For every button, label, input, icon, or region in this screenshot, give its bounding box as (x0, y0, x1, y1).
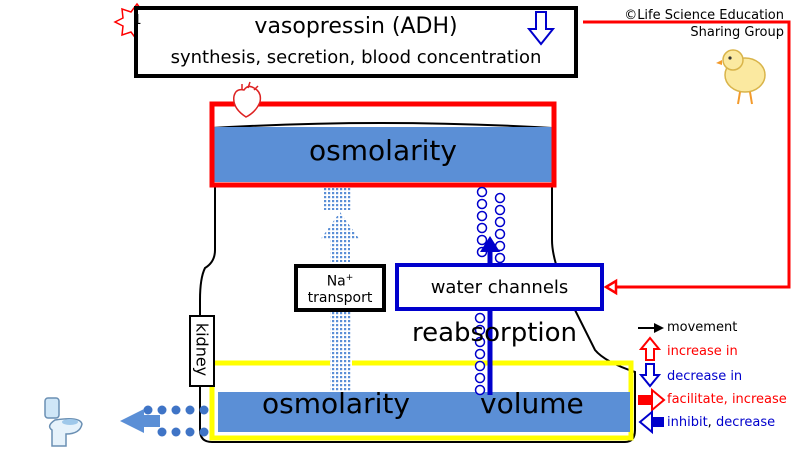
water-bubble (476, 222, 488, 234)
blood-compartment-frame (209, 101, 557, 188)
water-bubble (494, 204, 506, 216)
legend-facilitate-arrow (638, 387, 666, 413)
water-bubble (474, 372, 486, 384)
na-charge: + (345, 273, 354, 283)
water-bubble (494, 228, 506, 240)
urine-outflow-arrow (120, 409, 144, 433)
urine-dot (199, 405, 209, 415)
legend-inhibit-text: inhibit, decrease (667, 415, 775, 430)
urine-dot (185, 405, 195, 415)
urine-volume-label: volume (480, 387, 584, 420)
water-bubble (474, 312, 486, 324)
kidney-label-box (189, 315, 215, 387)
legend-inhibit-label: inhibit (667, 415, 708, 430)
legend-increase-text: increase in (667, 344, 738, 359)
water-channels-box (395, 263, 604, 311)
urine-fluid (218, 392, 630, 432)
na-label: Na (326, 273, 346, 290)
reabsorption-label: reabsorption (412, 318, 578, 348)
urine-dot (157, 405, 167, 415)
legend-decrease-arrow (638, 363, 662, 388)
water-bubble (474, 336, 486, 348)
legend-decrease-word: decrease (715, 415, 776, 430)
urine-outflow-dots (143, 405, 209, 437)
na-transport-box (294, 264, 386, 312)
legend-movement-label: movement (667, 320, 738, 335)
water-bubble (476, 210, 488, 222)
water-bubble (474, 324, 486, 336)
water-bubble (474, 348, 486, 360)
urine-dot (185, 427, 195, 437)
legend-movement-arrow (638, 323, 664, 333)
na-transport-label: Na+ transport (296, 270, 384, 306)
legend-movement-text: movement (667, 320, 737, 335)
urine-dot (171, 427, 181, 437)
water-bubble (474, 360, 486, 372)
urine-outflow-arrow-shaft (142, 415, 160, 427)
blood-osmolarity-label: osmolarity (309, 134, 457, 167)
water-bubble (474, 384, 486, 396)
water-bubble (494, 192, 506, 204)
blood-compartment-top (211, 122, 553, 129)
legend-inhibit-arrow (638, 409, 664, 435)
legend-increase-arrow (638, 336, 662, 361)
legend-decrease-text: decrease in (667, 369, 742, 384)
legend-facilitate-text: facilitate, increase (667, 392, 787, 407)
title-decrease-arrow (526, 11, 556, 46)
legend-facilitate-label: facilitate, increase (667, 392, 787, 407)
credit-line-1: ©Life Science Education (624, 8, 784, 23)
collecting-duct-region (209, 360, 634, 441)
water-bubble (476, 186, 488, 198)
water-bubble (476, 234, 488, 246)
urine-osmolarity-label: osmolarity (262, 387, 410, 420)
urine-dot (171, 405, 181, 415)
legend-decrease-label: decrease in (667, 369, 743, 384)
step-badge-number: 1 (133, 13, 142, 28)
legend-inhibit-separator: , (707, 415, 716, 430)
hormone-subtitle: synthesis, secretion, blood concentratio… (170, 47, 542, 68)
heart-icon (233, 81, 262, 118)
na-movement-arrow (320, 212, 360, 262)
water-bubble (494, 252, 506, 264)
water-bubble (476, 198, 488, 210)
hormone-box-frame (134, 6, 578, 78)
transport-label: transport (307, 289, 373, 306)
water-movement-arrowhead (480, 236, 500, 252)
urine-dot (157, 427, 167, 437)
urine-dot (143, 405, 153, 415)
credit-line-2: Sharing Group (690, 25, 784, 40)
chick-illustration (716, 49, 766, 105)
facilitate-arrowhead (603, 278, 618, 296)
water-channels-label: water channels (430, 277, 569, 298)
legend-increase-label: increase in (667, 344, 738, 359)
hormone-title: vasopressin (ADH) (254, 14, 458, 39)
urine-dot (199, 427, 209, 437)
na-movement-track (324, 188, 352, 392)
blood-fluid (213, 127, 553, 182)
toilet-icon (44, 397, 83, 447)
water-bubble (494, 216, 506, 228)
kidney-label: kidney (192, 322, 212, 377)
adh-effect-connector (583, 20, 791, 289)
